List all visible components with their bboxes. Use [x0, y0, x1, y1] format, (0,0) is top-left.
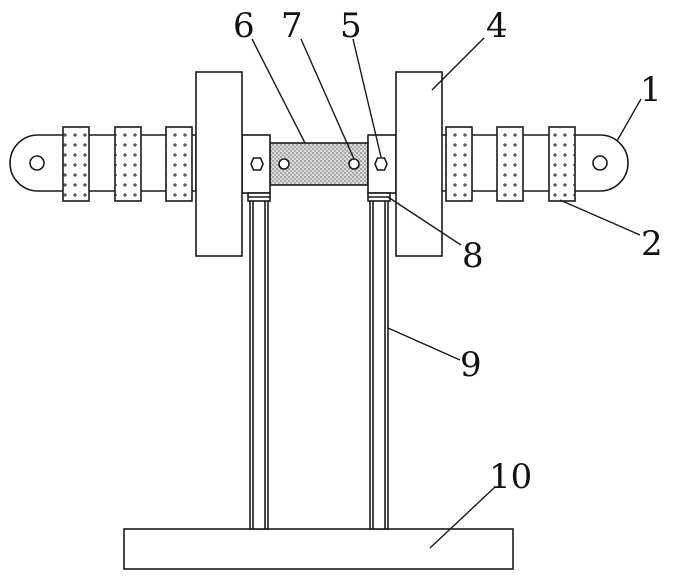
- bearing-cap-right: [368, 193, 390, 201]
- leader-line-2: [560, 200, 640, 235]
- support-leg-left: [250, 200, 268, 529]
- label-10: 10: [489, 457, 532, 497]
- label-7: 7: [281, 6, 303, 46]
- support-leg-right: [370, 200, 388, 529]
- base-plate: [124, 529, 513, 569]
- hex-bolt-icon: [251, 158, 263, 170]
- left-eyelet-hole: [30, 156, 44, 170]
- leader-line-1: [617, 99, 641, 141]
- label-8: 8: [462, 236, 484, 276]
- grip-ring: [115, 127, 141, 201]
- grip-ring: [166, 127, 192, 201]
- label-5: 5: [340, 6, 362, 46]
- label-4: 4: [486, 6, 508, 46]
- leader-line-9: [388, 328, 460, 360]
- leader-line-5: [353, 39, 381, 157]
- leader-line-7: [301, 39, 354, 159]
- leader-line-4: [432, 38, 484, 90]
- label-1: 1: [640, 70, 662, 110]
- label-6: 6: [233, 6, 255, 46]
- connector-hole: [349, 159, 359, 169]
- grip-ring: [446, 127, 472, 201]
- side-plate-left: [196, 72, 242, 256]
- grip-ring: [549, 127, 575, 201]
- connector-hole: [279, 159, 289, 169]
- leader-line-6: [252, 39, 305, 143]
- label-2: 2: [641, 224, 663, 264]
- label-9: 9: [460, 345, 482, 385]
- bearing-cap-left: [248, 193, 270, 201]
- grip-ring: [497, 127, 523, 201]
- grip-ring: [63, 127, 89, 201]
- hex-bolt-icon: [375, 158, 387, 170]
- right-eyelet-hole: [593, 156, 607, 170]
